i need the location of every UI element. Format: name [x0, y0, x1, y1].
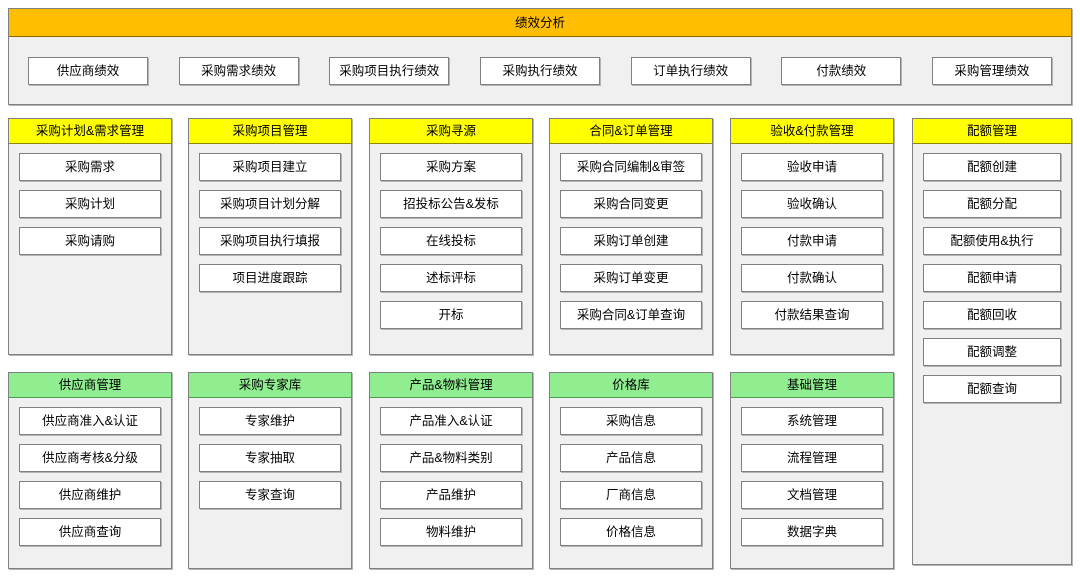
- module-7-card: 采购专家库专家维护专家抽取专家查询: [188, 372, 352, 569]
- module-4-card-title: 合同&订单管理: [550, 119, 712, 144]
- performance-tab-5[interactable]: 订单执行绩效: [630, 56, 751, 85]
- module-7-card-title: 采购专家库: [189, 373, 351, 398]
- module-3-item-1[interactable]: 采购方案: [380, 153, 522, 181]
- module-5-card-title: 验收&付款管理: [731, 119, 893, 144]
- quota-item-4[interactable]: 配额申请: [923, 264, 1061, 292]
- quota-item-1[interactable]: 配额创建: [923, 153, 1061, 181]
- module-9-card: 价格库采购信息产品信息厂商信息价格信息: [549, 372, 713, 569]
- module-3-item-3[interactable]: 在线投标: [380, 227, 522, 255]
- module-9-item-3[interactable]: 厂商信息: [560, 481, 702, 509]
- module-2-item-2[interactable]: 采购项目计划分解: [199, 190, 341, 218]
- module-4-item-3[interactable]: 采购订单创建: [560, 227, 702, 255]
- module-5-item-1[interactable]: 验收申请: [741, 153, 883, 181]
- module-6-card: 供应商管理供应商准入&认证供应商考核&分级供应商维护供应商查询: [8, 372, 172, 569]
- module-4-card-body: 采购合同编制&审签采购合同变更采购订单创建采购订单变更采购合同&订单查询: [550, 144, 712, 337]
- quota-card-body: 配额创建配额分配配额使用&执行配额申请配额回收配额调整配额查询: [913, 144, 1071, 411]
- module-4-item-2[interactable]: 采购合同变更: [560, 190, 702, 218]
- module-1-card-body: 采购需求采购计划采购请购: [9, 144, 171, 263]
- module-7-item-1[interactable]: 专家维护: [199, 407, 341, 435]
- performance-tab-1[interactable]: 供应商绩效: [28, 56, 148, 85]
- module-3-card: 采购寻源采购方案招投标公告&发标在线投标述标评标开标: [369, 118, 533, 355]
- module-6-item-1[interactable]: 供应商准入&认证: [19, 407, 161, 435]
- module-3-item-2[interactable]: 招投标公告&发标: [380, 190, 522, 218]
- module-4-item-4[interactable]: 采购订单变更: [560, 264, 702, 292]
- module-8-item-2[interactable]: 产品&物料类别: [380, 444, 522, 472]
- performance-tab-list: 供应商绩效 采购需求绩效 采购项目执行绩效采购执行绩效 订单执行绩效 付款绩效采购管理绩…: [9, 37, 1071, 104]
- performance-tab-6[interactable]: 付款绩效: [781, 56, 902, 85]
- module-3-item-5[interactable]: 开标: [380, 301, 522, 329]
- module-10-card: 基础管理系统管理流程管理文档管理数据字典: [730, 372, 894, 569]
- quota-item-6[interactable]: 配额调整: [923, 338, 1061, 366]
- module-8-item-1[interactable]: 产品准入&认证: [380, 407, 522, 435]
- module-5-item-4[interactable]: 付款确认: [741, 264, 883, 292]
- module-6-item-2[interactable]: 供应商考核&分级: [19, 444, 161, 472]
- quota-item-7[interactable]: 配额查询: [923, 375, 1061, 403]
- module-9-card-body: 采购信息产品信息厂商信息价格信息: [550, 398, 712, 554]
- module-1-item-2[interactable]: 采购计划: [19, 190, 161, 218]
- module-6-item-3[interactable]: 供应商维护: [19, 481, 161, 509]
- module-1-item-3[interactable]: 采购请购: [19, 227, 161, 255]
- module-2-card-body: 采购项目建立采购项目计划分解采购项目执行填报项目进度跟踪: [189, 144, 351, 300]
- performance-tab-3[interactable]: 采购项目执行绩效: [329, 56, 450, 85]
- module-3-item-4[interactable]: 述标评标: [380, 264, 522, 292]
- module-9-item-2[interactable]: 产品信息: [560, 444, 702, 472]
- module-5-item-3[interactable]: 付款申请: [741, 227, 883, 255]
- module-8-card-body: 产品准入&认证产品&物料类别产品维护物料维护: [370, 398, 532, 554]
- module-10-item-2[interactable]: 流程管理: [741, 444, 883, 472]
- module-6-card-title: 供应商管理: [9, 373, 171, 398]
- module-10-item-1[interactable]: 系统管理: [741, 407, 883, 435]
- module-2-card: 采购项目管理采购项目建立采购项目计划分解采购项目执行填报项目进度跟踪: [188, 118, 352, 355]
- module-9-item-1[interactable]: 采购信息: [560, 407, 702, 435]
- module-2-item-1[interactable]: 采购项目建立: [199, 153, 341, 181]
- module-10-item-3[interactable]: 文档管理: [741, 481, 883, 509]
- module-8-card-title: 产品&物料管理: [370, 373, 532, 398]
- module-8-item-3[interactable]: 产品维护: [380, 481, 522, 509]
- module-3-card-body: 采购方案招投标公告&发标在线投标述标评标开标: [370, 144, 532, 337]
- quota-item-2[interactable]: 配额分配: [923, 190, 1061, 218]
- module-1-card: 采购计划&需求管理采购需求采购计划采购请购: [8, 118, 172, 355]
- module-6-item-4[interactable]: 供应商查询: [19, 518, 161, 546]
- module-7-card-body: 专家维护专家抽取专家查询: [189, 398, 351, 517]
- module-card-grid: 采购计划&需求管理采购需求采购计划采购请购采购项目管理采购项目建立采购项目计划分…: [8, 118, 1072, 569]
- module-3-card-title: 采购寻源: [370, 119, 532, 144]
- module-6-card-body: 供应商准入&认证供应商考核&分级供应商维护供应商查询: [9, 398, 171, 554]
- module-2-item-4[interactable]: 项目进度跟踪: [199, 264, 341, 292]
- performance-analysis-title: 绩效分析: [9, 9, 1071, 37]
- module-1-item-1[interactable]: 采购需求: [19, 153, 161, 181]
- module-5-item-5[interactable]: 付款结果查询: [741, 301, 883, 329]
- quota-card: 配额管理配额创建配额分配配额使用&执行配额申请配额回收配额调整配额查询: [912, 118, 1072, 565]
- module-4-card: 合同&订单管理采购合同编制&审签采购合同变更采购订单创建采购订单变更采购合同&订…: [549, 118, 713, 355]
- module-2-item-3[interactable]: 采购项目执行填报: [199, 227, 341, 255]
- module-10-card-body: 系统管理流程管理文档管理数据字典: [731, 398, 893, 554]
- module-5-card: 验收&付款管理验收申请验收确认付款申请付款确认付款结果查询: [730, 118, 894, 355]
- module-4-item-1[interactable]: 采购合同编制&审签: [560, 153, 702, 181]
- performance-tab-4[interactable]: 采购执行绩效: [479, 56, 600, 85]
- module-5-item-2[interactable]: 验收确认: [741, 190, 883, 218]
- module-10-card-title: 基础管理: [731, 373, 893, 398]
- module-4-item-5[interactable]: 采购合同&订单查询: [560, 301, 702, 329]
- quota-card-title: 配额管理: [913, 119, 1071, 144]
- module-8-card: 产品&物料管理产品准入&认证产品&物料类别产品维护物料维护: [369, 372, 533, 569]
- module-9-card-title: 价格库: [550, 373, 712, 398]
- performance-tab-7[interactable]: 采购管理绩效: [931, 56, 1052, 85]
- quota-item-3[interactable]: 配额使用&执行: [923, 227, 1061, 255]
- module-10-item-4[interactable]: 数据字典: [741, 518, 883, 546]
- quota-item-5[interactable]: 配额回收: [923, 301, 1061, 329]
- performance-analysis-panel: 绩效分析 供应商绩效 采购需求绩效 采购项目执行绩效采购执行绩效 订单执行绩效 付款绩效…: [8, 8, 1072, 105]
- module-2-card-title: 采购项目管理: [189, 119, 351, 144]
- module-8-item-4[interactable]: 物料维护: [380, 518, 522, 546]
- module-7-item-3[interactable]: 专家查询: [199, 481, 341, 509]
- performance-tab-2[interactable]: 采购需求绩效: [178, 56, 299, 85]
- module-1-card-title: 采购计划&需求管理: [9, 119, 171, 144]
- module-5-card-body: 验收申请验收确认付款申请付款确认付款结果查询: [731, 144, 893, 337]
- module-7-item-2[interactable]: 专家抽取: [199, 444, 341, 472]
- module-9-item-4[interactable]: 价格信息: [560, 518, 702, 546]
